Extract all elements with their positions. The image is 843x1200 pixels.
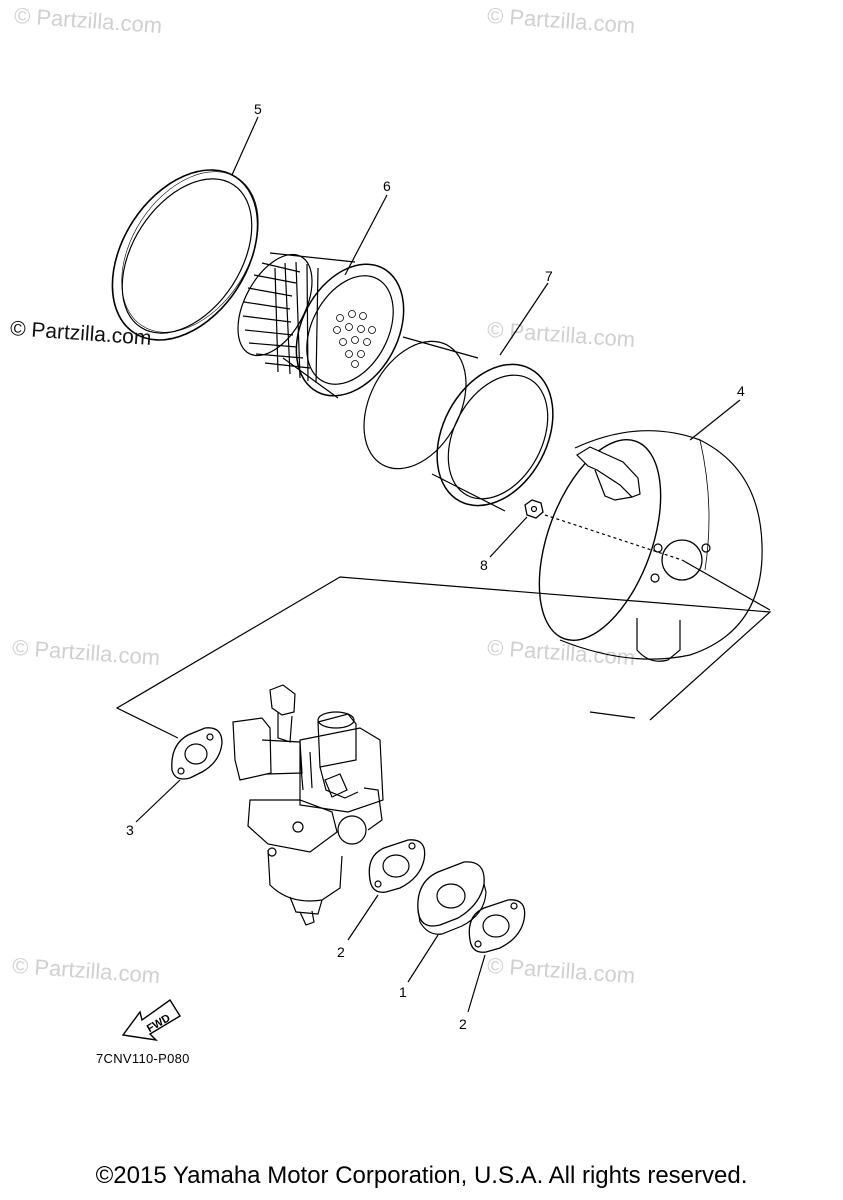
leader-1 — [407, 934, 439, 983]
part-5-band — [111, 169, 259, 341]
part-3-gasket — [171, 727, 223, 780]
fwd-arrow-icon — [121, 998, 181, 1042]
callout-7: 7 — [545, 268, 553, 284]
mounting-plane — [115, 576, 772, 739]
part-1-insulator — [417, 861, 487, 935]
leader-5 — [231, 116, 259, 176]
part-2-gasket-lower — [468, 899, 526, 953]
callout-2-lower: 2 — [459, 1016, 467, 1032]
copyright-notice: ©2015 Yamaha Motor Corporation, U.S.A. A… — [95, 1162, 748, 1189]
leader-6 — [344, 194, 388, 276]
part-6-filter-element — [237, 252, 405, 399]
leader-2b — [467, 954, 486, 1013]
leader-8 — [489, 516, 528, 558]
part-4-air-cleaner-case — [538, 430, 763, 662]
callout-3: 3 — [126, 822, 134, 838]
callout-4: 4 — [737, 383, 745, 399]
callout-5: 5 — [254, 101, 262, 117]
dashed-axis-4 — [544, 514, 683, 561]
callout-2-upper: 2 — [337, 944, 345, 960]
part-8-nut — [524, 499, 544, 519]
leader-2a — [347, 894, 379, 941]
part-2-gasket-upper — [368, 839, 426, 893]
callout-8: 8 — [480, 557, 488, 573]
diagram-code: 7CNV110-P080 — [96, 1051, 190, 1066]
leader-3 — [135, 779, 181, 823]
part-7-foam-sleeve — [363, 336, 554, 512]
leader-7 — [499, 282, 549, 356]
callout-6: 6 — [383, 178, 391, 194]
carburetor-assembly — [232, 684, 384, 926]
callout-1: 1 — [399, 984, 407, 1000]
axis-4-ext — [681, 559, 771, 611]
leader-4 — [689, 399, 741, 441]
